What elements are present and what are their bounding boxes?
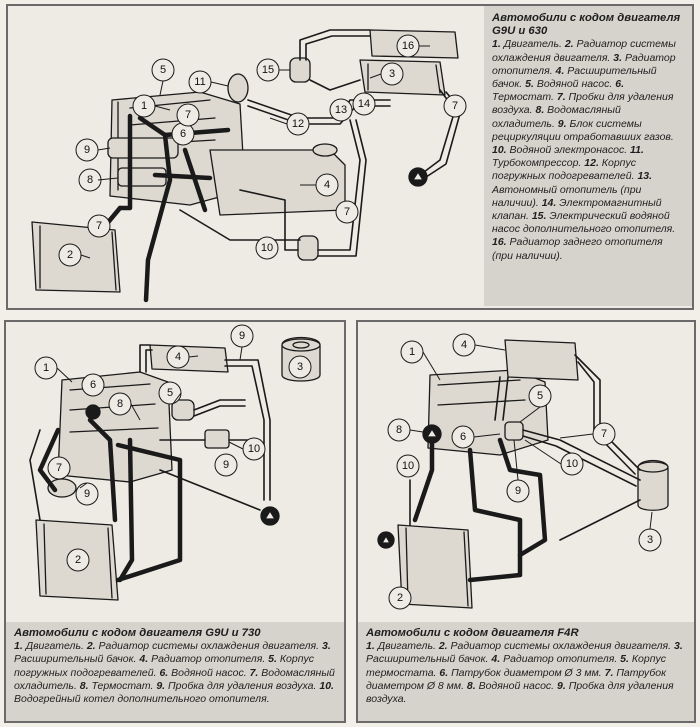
label-4-left: 4 xyxy=(175,351,181,363)
expansion-tank-right xyxy=(637,459,669,511)
label-10-left: 10 xyxy=(248,443,260,455)
label-7c-top: 7 xyxy=(452,100,458,112)
callouts-top: 1 2 3 4 5 6 7 7 7 7 8 9 10 11 12 13 14 1… xyxy=(58,34,467,267)
label-4-right: 4 xyxy=(461,339,467,351)
label-7b-top: 7 xyxy=(185,109,191,121)
callouts-right: 1 2 3 4 5 6 7 8 9 10 10 xyxy=(387,333,662,610)
water-pump-symbol-right xyxy=(422,424,442,444)
label-5-right: 5 xyxy=(537,390,543,402)
caption-right-heading: Автомобили с кодом двигателя F4R xyxy=(366,627,579,639)
label-5-top: 5 xyxy=(160,64,166,76)
label-14-top: 14 xyxy=(358,98,370,110)
turbo-top xyxy=(227,73,249,103)
caption-right-items: 1. Двигатель. 2. Радиатор системы охлажд… xyxy=(366,640,683,706)
label-9b-left: 9 xyxy=(223,459,229,471)
label-6-left: 6 xyxy=(90,379,96,391)
caption-right: Автомобили с кодом двигателя F4R 1. Двиг… xyxy=(358,622,694,721)
label-9c-left: 9 xyxy=(239,330,245,342)
water-pump-symbol-left xyxy=(260,506,280,526)
label-6-top: 6 xyxy=(180,128,186,140)
label-11-top: 11 xyxy=(194,76,205,88)
label-2-right: 2 xyxy=(397,592,403,604)
label-12-top: 12 xyxy=(292,118,304,130)
label-2-left: 2 xyxy=(75,554,81,566)
caption-left-items: 1. Двигатель. 2. Радиатор системы охлажд… xyxy=(14,640,335,706)
radiator-right xyxy=(397,524,473,609)
label-9a-left: 9 xyxy=(84,488,90,500)
label-8-top: 8 xyxy=(87,174,93,186)
label-1-right: 1 xyxy=(409,346,415,358)
thin-hoses-right xyxy=(409,354,641,541)
label-1-top: 1 xyxy=(141,100,147,112)
caption-top-heading: Автомобили с кодом двигателя G9U и 630 xyxy=(492,12,681,38)
label-9-right: 9 xyxy=(515,485,521,497)
label-7d-top: 7 xyxy=(344,206,350,218)
label-10-top: 10 xyxy=(261,242,273,254)
label-16-top: 16 xyxy=(402,40,414,52)
label-3-right: 3 xyxy=(647,534,653,546)
hoses-top xyxy=(97,113,231,303)
label-7-left: 7 xyxy=(56,462,62,474)
callouts-left: 1 2 3 4 5 6 7 8 9 9 9 10 xyxy=(34,324,312,572)
label-6-right: 6 xyxy=(460,431,466,443)
label-15-top: 15 xyxy=(262,64,274,76)
heater-radiator-right xyxy=(504,339,579,381)
thin-hoses-left xyxy=(29,344,271,521)
caption-left-heading: Автомобили с кодом двигателя G9U и 730 xyxy=(14,627,261,639)
caption-top-items: 1. Двигатель. 2. Радиатор системы охлажд… xyxy=(492,38,676,262)
label-13-top: 13 xyxy=(335,104,347,116)
label-3-left: 3 xyxy=(297,361,303,373)
pump-10-top xyxy=(297,235,319,261)
boiler-left xyxy=(204,429,230,449)
label-4-top: 4 xyxy=(324,179,330,191)
pump-symbol-radiator-right xyxy=(377,531,395,549)
label-2-top: 2 xyxy=(67,249,73,261)
label-8-right: 8 xyxy=(396,424,402,436)
expansion-tank-top xyxy=(209,143,346,216)
hoses-left xyxy=(37,417,183,583)
caption-top: Автомобили с кодом двигателя G9U и 630 1… xyxy=(484,6,692,306)
water-pump-symbol-top xyxy=(408,167,428,187)
label-9-top: 9 xyxy=(84,144,90,156)
hoses-right xyxy=(412,437,548,583)
label-3-top: 3 xyxy=(389,68,395,80)
label-7a-top: 7 xyxy=(96,220,102,232)
label-5-left: 5 xyxy=(167,387,173,399)
label-7-right: 7 xyxy=(601,428,607,440)
label-1-left: 1 xyxy=(43,362,49,374)
label-10b-right: 10 xyxy=(566,458,578,470)
label-8-left: 8 xyxy=(117,398,123,410)
engine-block-right xyxy=(427,369,549,456)
pump-symbol-engine-left xyxy=(85,404,101,420)
label-10a-right: 10 xyxy=(402,460,414,472)
thermostat-housing-right xyxy=(504,421,524,441)
caption-left: Автомобили с кодом двигателя G9U и 730 1… xyxy=(6,622,344,721)
